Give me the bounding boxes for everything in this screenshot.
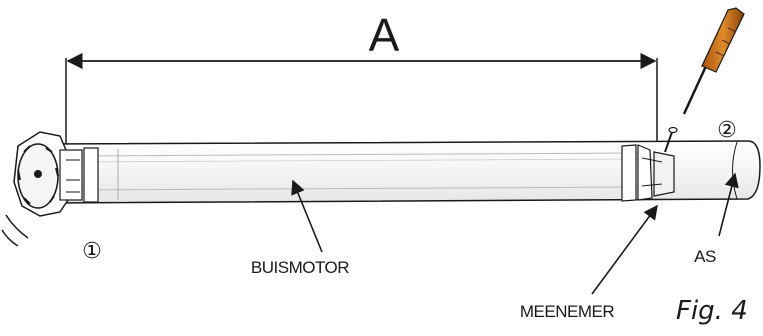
dimension-a: A [65,9,658,150]
callout-shaft-end: ② [717,117,737,142]
motor-head [1,131,99,247]
arrow-icon [591,204,658,295]
label-driver: MEENEMER [520,302,614,321]
screwdriver-icon [682,7,745,115]
tube-body [47,140,761,204]
arrow-icon [718,172,739,237]
callout-motor-end: ① [82,238,102,263]
arrow-icon [291,179,323,253]
driver-wheel [621,144,675,202]
callout-1: ① [82,238,102,263]
label-shaft: AS [694,247,716,266]
motor-cable [1,214,29,247]
callout-2: ② [717,117,737,142]
screw-icon [664,126,678,153]
label-tube-motor: BUISMOTOR [251,258,349,277]
figure-caption: Fig. 4 [676,296,748,326]
dimension-label: A [369,9,400,61]
